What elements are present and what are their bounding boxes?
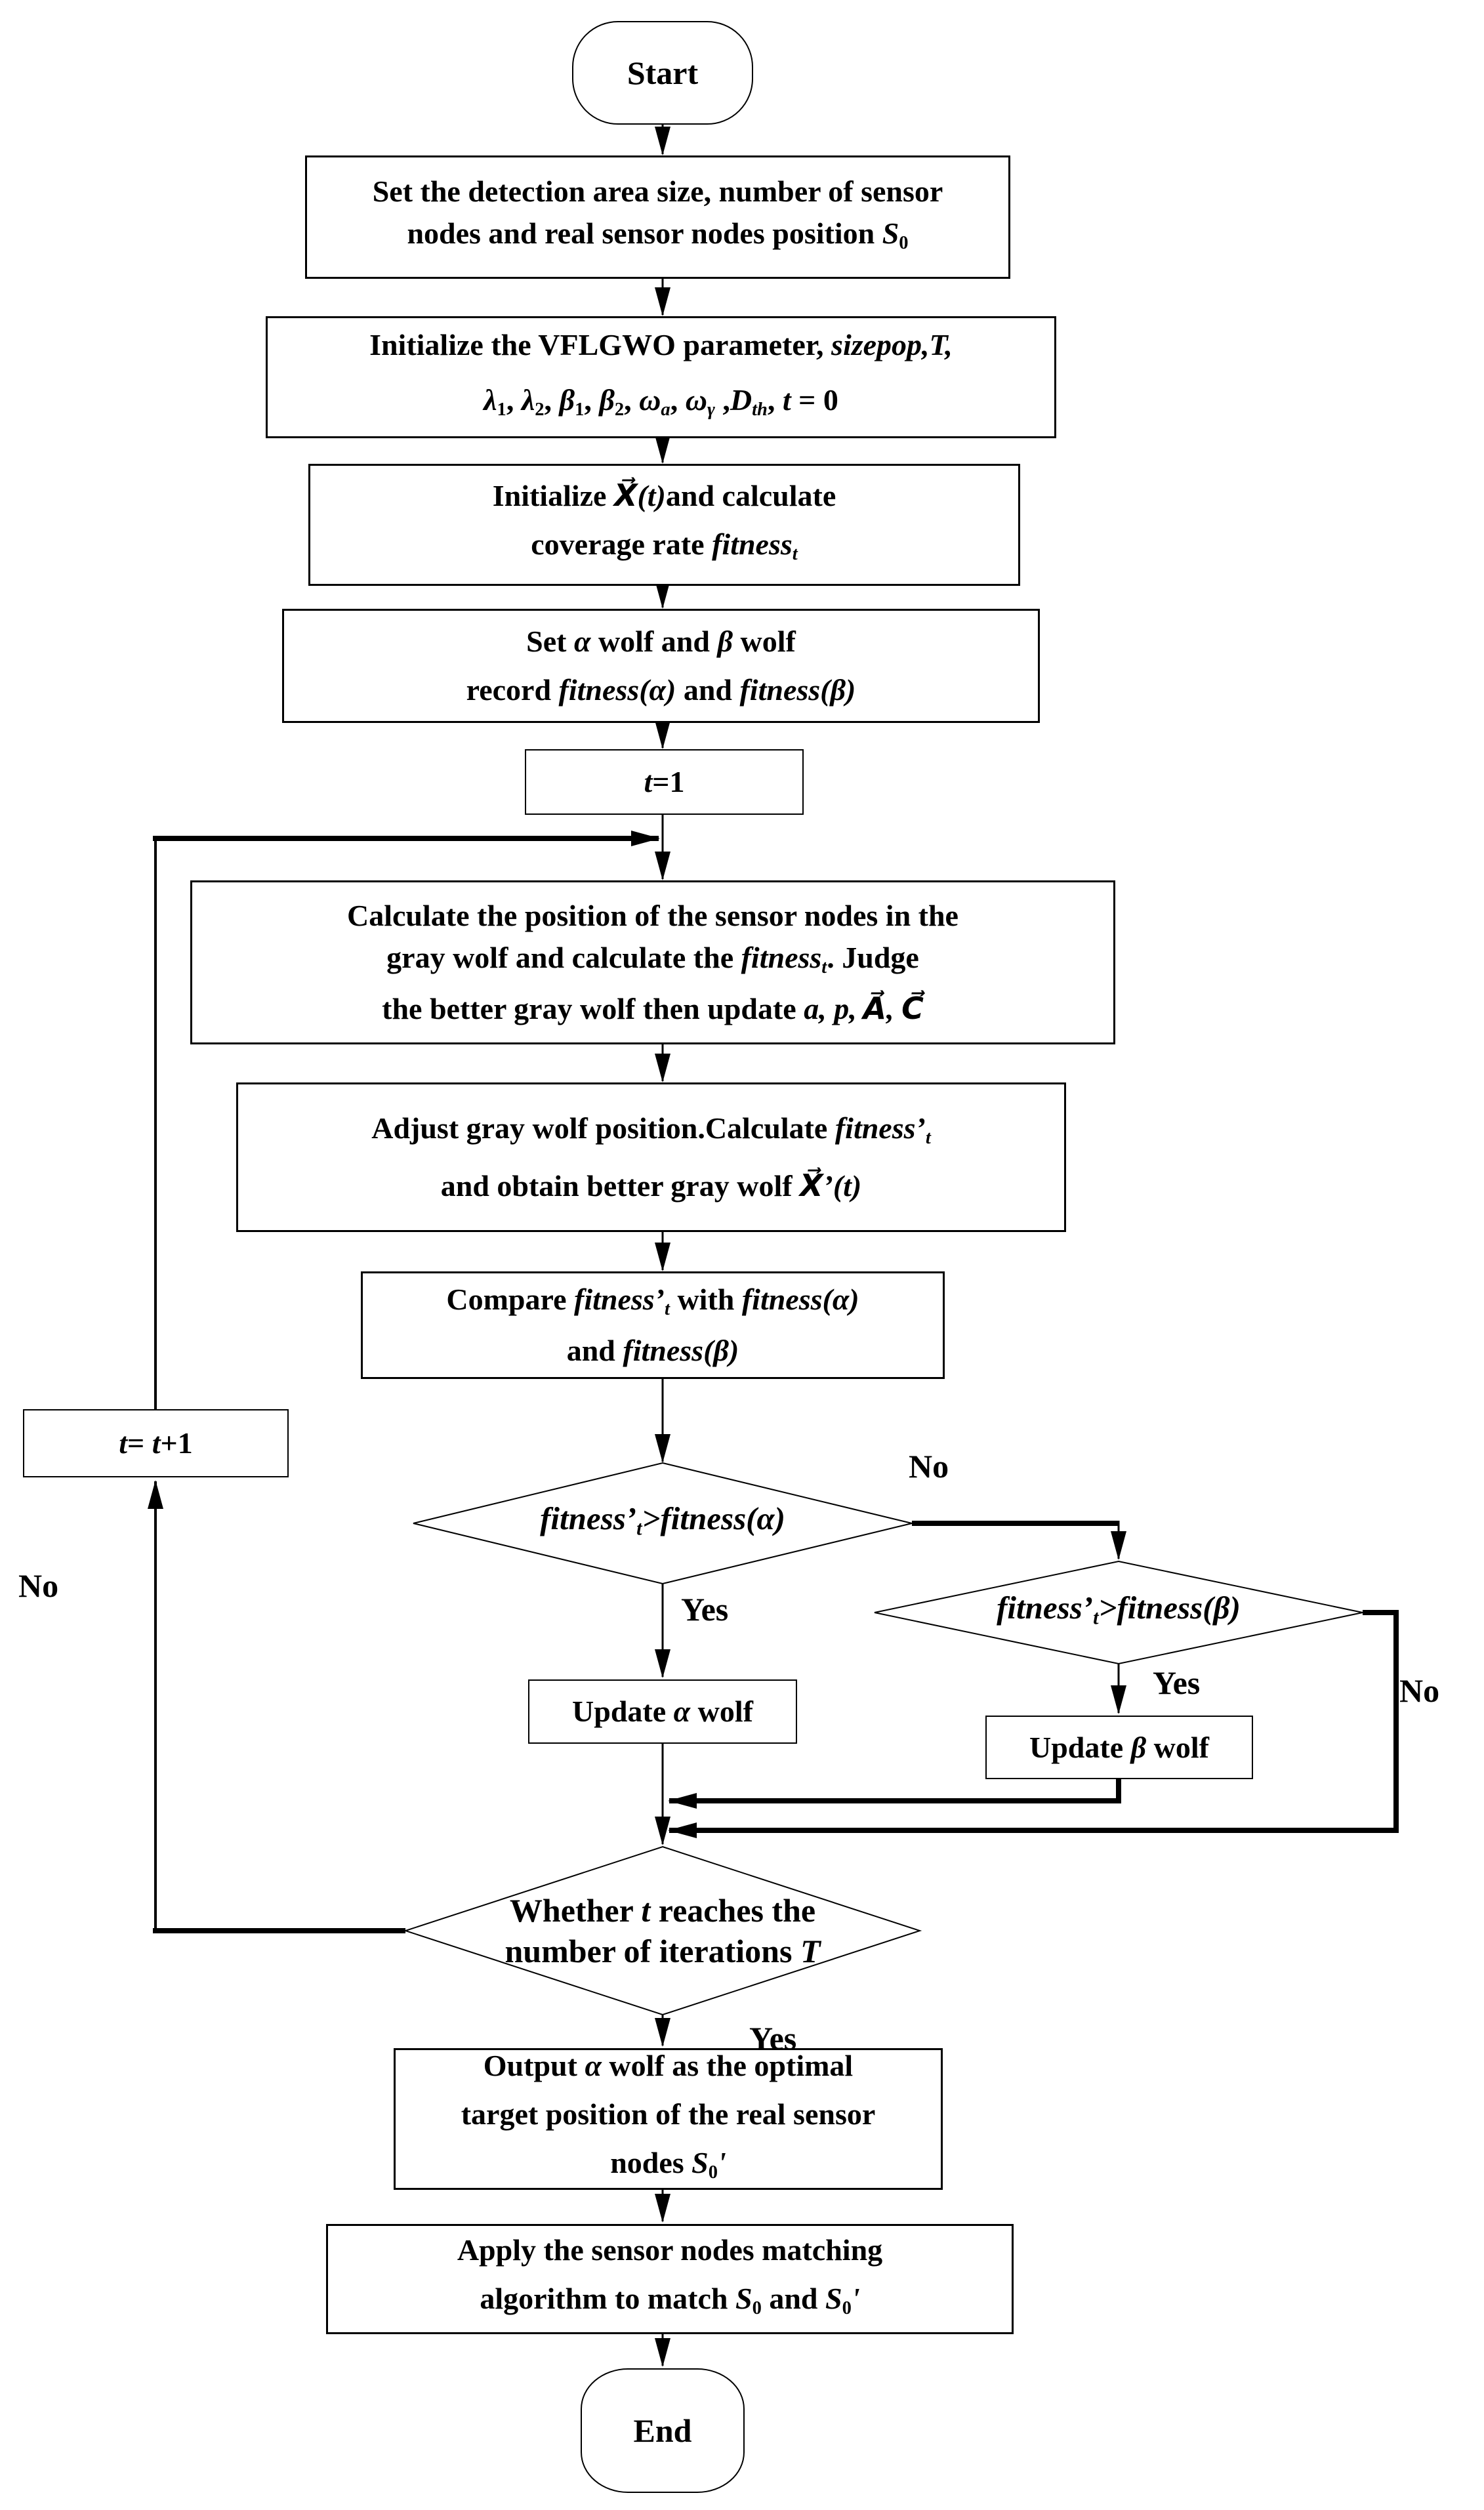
decision-fitness-alpha-text: fitness’t>fitness(α) <box>433 1500 892 1544</box>
label-yes-beta: Yes <box>1153 1664 1201 1701</box>
step-text-line: Initialize X⃗(t)and calculate <box>492 478 836 512</box>
decision-iterations-text: Whether t reaches the number of iteratio… <box>466 1888 859 1973</box>
step-apply-matching: Apply the sensor nodes matching algorith… <box>326 2224 1014 2334</box>
step-text-line: coverage rate fitnesst <box>531 527 798 564</box>
step-text-line: Update α wolf <box>572 1695 753 1728</box>
step-update-beta-wolf: Update β wolf <box>985 1716 1253 1779</box>
decision-text-line: Whether t reaches the <box>509 1892 816 1929</box>
decision-fitness-beta-text: fitness’t>fitness(β) <box>889 1590 1348 1634</box>
step-text-line: the better gray wolf then update a, p, A… <box>382 992 924 1026</box>
step-text-line: nodes S0' <box>610 2145 726 2183</box>
edge-update-beta-merge <box>668 1779 1121 1809</box>
edge-no-beta-merge <box>668 1610 1399 1838</box>
step-compare-fitness: Compare fitness’t with fitness(α) and fi… <box>361 1271 945 1379</box>
step-text-line: Apply the sensor nodes matching <box>457 2232 883 2267</box>
step-text-line: t= t+1 <box>119 1426 193 1460</box>
end-terminator: End <box>581 2368 745 2493</box>
step-text-line: target position of the real sensor <box>461 2097 876 2131</box>
step-t-plus-one: t= t+1 <box>23 1409 289 1477</box>
label-no-iterations: No <box>18 1567 59 1604</box>
step-update-alpha-wolf: Update α wolf <box>528 1679 797 1744</box>
label-yes-iterations: Yes <box>749 2020 797 2057</box>
step-text-line: nodes and real sensor nodes position S0 <box>407 216 909 253</box>
step-text-line: Calculate the position of the sensor nod… <box>347 898 958 932</box>
step-output-alpha-wolf: Output α wolf as the optimal target posi… <box>394 2048 943 2190</box>
end-label: End <box>633 2412 692 2449</box>
step-text-line: t=1 <box>644 765 685 798</box>
step-text-line: algorithm to match S0 and S0' <box>480 2281 860 2318</box>
step-text-line: and obtain better gray wolf X⃗’(t) <box>440 1169 862 1203</box>
step-t-equals-1: t=1 <box>525 749 804 815</box>
step-text-line: record fitness(α) and fitness(β) <box>466 673 856 707</box>
step-calculate-position: Calculate the position of the sensor nod… <box>190 880 1115 1044</box>
decision-text-line: fitness’t>fitness(α) <box>540 1500 785 1540</box>
start-terminator: Start <box>572 21 753 125</box>
step-text-line: λ1, λ2, β1, β2, ωa, ωγ ,Dth, t = 0 <box>484 382 838 420</box>
step-text-line: Compare fitness’t with fitness(α) <box>446 1282 859 1319</box>
step-set-detection-area: Set the detection area size, number of s… <box>305 155 1010 279</box>
label-no-beta: No <box>1399 1672 1440 1709</box>
step-text-line: and fitness(β) <box>566 1334 739 1368</box>
decision-fitness-alpha-shape <box>413 1462 913 1585</box>
label-yes-alpha: Yes <box>681 1591 729 1628</box>
label-no-alpha: No <box>909 1448 949 1485</box>
step-text-line: Set the detection area size, number of s… <box>372 174 943 208</box>
step-text-line: Adjust gray wolf position.Calculate fitn… <box>371 1111 931 1148</box>
step-text-line: gray wolf and calculate the fitnesst. Ju… <box>386 940 919 977</box>
step-text-line: Set α wolf and β wolf <box>526 625 796 658</box>
decision-text-line: fitness’t>fitness(β) <box>997 1589 1241 1629</box>
step-adjust-position: Adjust gray wolf position.Calculate fitn… <box>236 1082 1066 1232</box>
decision-iterations-shape <box>403 1845 922 2016</box>
step-init-vflgwo-params: Initialize the VFLGWO parameter, sizepop… <box>266 316 1056 438</box>
step-text-line: Update β wolf <box>1029 1730 1209 1764</box>
start-label: Start <box>627 54 699 91</box>
step-set-alpha-beta-wolves: Set α wolf and β wolf record fitness(α) … <box>282 609 1040 723</box>
decision-text-line: number of iterations T <box>505 1933 821 1969</box>
step-text-line: Output α wolf as the optimal <box>483 2048 854 2082</box>
decision-fitness-beta-shape <box>874 1560 1363 1665</box>
step-text-line: Initialize the VFLGWO parameter, sizepop… <box>369 327 953 361</box>
step-init-x-and-fitness: Initialize X⃗(t)and calculate coverage r… <box>308 464 1020 586</box>
